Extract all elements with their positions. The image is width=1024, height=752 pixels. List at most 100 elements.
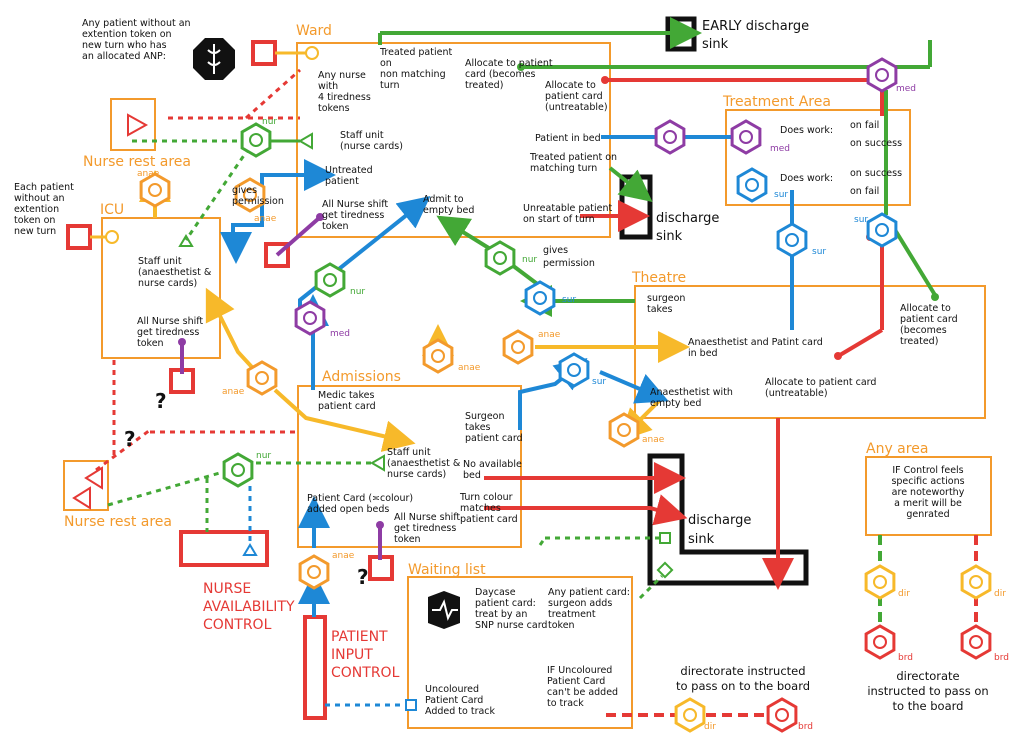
nurse-availability-control (179, 530, 269, 567)
staff-triangle-icon (178, 234, 194, 247)
token-center (303, 311, 317, 325)
staff-triangle-icon (298, 132, 313, 150)
token-center (533, 291, 547, 305)
token-center (511, 340, 525, 354)
nurse-control-label-2: AVAILABILITY (203, 599, 295, 615)
label-icu-staff: Staff unit(anaesthetist &nurse cards) (138, 256, 212, 289)
token-tag: dir (898, 589, 910, 599)
treatment-title: Treatment Area (722, 94, 831, 110)
token-tag: anae (332, 551, 355, 561)
token-tag: anae (254, 214, 277, 224)
admissions-title: Admissions (322, 369, 401, 385)
token-center (307, 565, 321, 579)
token-tag: sur (774, 190, 788, 200)
discharge-sink-main (647, 453, 809, 586)
icu-title: ICU (100, 202, 124, 218)
ward-sink-label-1: discharge (656, 211, 719, 226)
waiting-list-area (407, 576, 633, 729)
any-area (865, 456, 992, 536)
adm-tired-square (368, 555, 394, 581)
token-tag: sur (812, 247, 826, 257)
nurse-rest-title-1: Nurse rest area (83, 154, 191, 170)
waiting-title: Waiting list (408, 562, 486, 578)
token-tag: anae (137, 169, 160, 179)
icu-entry-square (66, 224, 92, 250)
token-center (873, 575, 887, 589)
token-tag: nur (256, 451, 271, 461)
label-on-success: on success (850, 168, 902, 179)
nurse-rest-area-2 (63, 460, 109, 511)
ward-tired-square (264, 242, 290, 268)
token-center (875, 68, 889, 82)
theatre-area (634, 285, 986, 419)
theatre-title: Theatre (631, 270, 686, 286)
question-mark: ? (357, 565, 369, 589)
early-sink-label-1: EARLY discharge (702, 19, 809, 34)
token-tag: sur (562, 295, 576, 305)
label-does-work: Does work: (780, 173, 833, 184)
token-tag: anae (458, 363, 481, 373)
token-tag: dir (994, 589, 1006, 599)
token-tag: brd (994, 653, 1009, 663)
token-tag: med (770, 144, 790, 154)
token-center (148, 183, 162, 197)
token-center (683, 708, 697, 722)
token-tag: anae (222, 387, 245, 397)
rest-arrow-icon (72, 486, 91, 510)
rest-arrow-icon (84, 466, 103, 490)
staff-triangle-icon (242, 543, 258, 556)
token-center (969, 575, 983, 589)
token-center (739, 130, 753, 144)
token-center (493, 251, 507, 265)
patient-control-label-2: INPUT (331, 647, 373, 663)
token-center (249, 133, 263, 147)
anp-icon (193, 38, 235, 80)
token-center (431, 349, 445, 363)
token-center (255, 371, 269, 385)
token-tag: nur (262, 117, 277, 127)
nurse-control-label-3: CONTROL (203, 617, 272, 633)
label-does-work: Does work: (780, 125, 833, 136)
token-tag: med (330, 329, 350, 339)
main-sink-label-1: discharge (688, 513, 751, 528)
token-center (873, 635, 887, 649)
label-alloc-untreat2: Allocate to patient card(untreatable) (765, 377, 876, 399)
token-tag: dir (704, 722, 716, 732)
token-tag: nur (522, 255, 537, 265)
token-tag: anae (538, 330, 561, 340)
early-sink-label-2: sink (702, 37, 729, 52)
rest-arrow-icon (127, 113, 149, 137)
token-center (969, 635, 983, 649)
ward-title: Ward (296, 23, 332, 39)
label-patient-bed: Patient in bed (535, 133, 601, 144)
token-center (745, 178, 759, 192)
token-center (567, 363, 581, 377)
token-tag: sur (592, 377, 606, 387)
